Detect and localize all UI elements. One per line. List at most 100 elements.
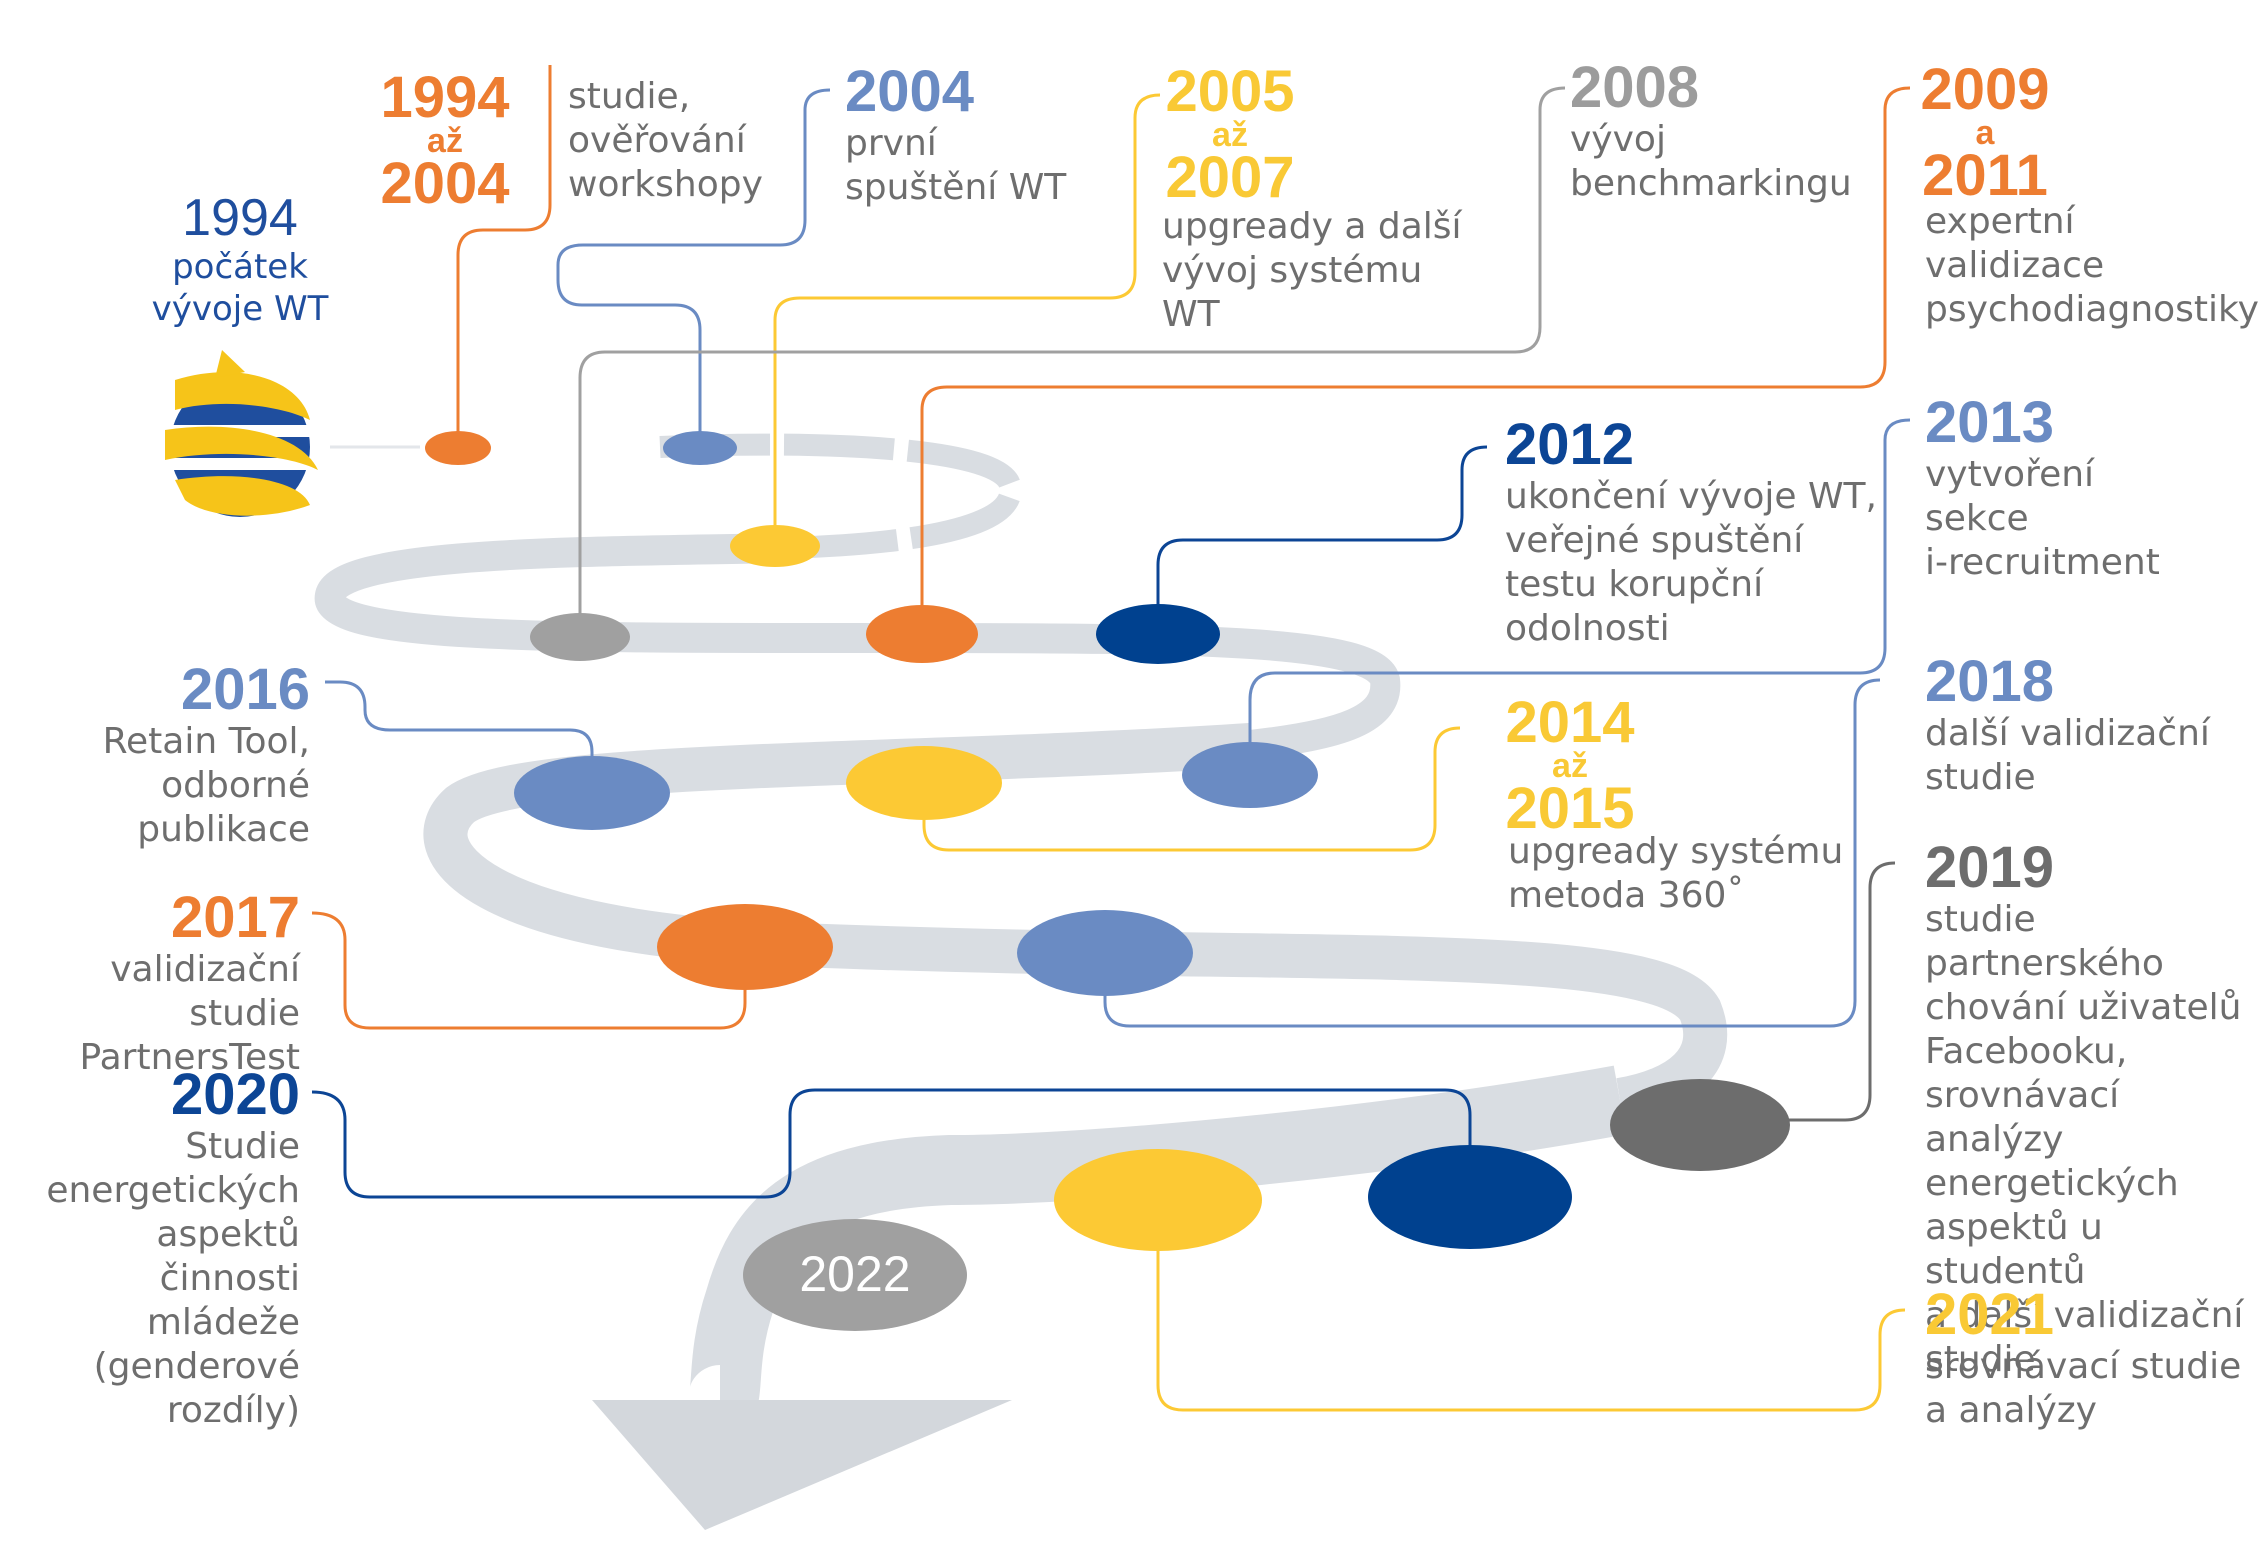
desc-line: Studie (185, 1126, 300, 1167)
desc-line: chování uživatelů (1925, 987, 2242, 1028)
milestone-2012: 2012 ukončení vývoje WT, veřejné spuštěn… (1505, 415, 1877, 651)
road-segment-lower (687, 1065, 1627, 1435)
desc-line: WT (1162, 294, 1220, 335)
desc-line: aspektů (156, 1214, 300, 1255)
desc-line: validizační studie (110, 949, 300, 1034)
end-year-label: 2022 (799, 1246, 911, 1302)
marker-2019 (1610, 1079, 1790, 1171)
marker-2016 (514, 756, 670, 830)
desc-line: vytvoření (1925, 454, 2095, 495)
year: 2018 (1925, 649, 2055, 714)
desc-line: Retain Tool, (102, 721, 310, 762)
desc-line: studie (1925, 757, 2036, 798)
desc-line: první (845, 123, 937, 164)
marker-2005-2007 (730, 525, 820, 567)
year-start: 2014 (1505, 690, 1635, 755)
year: 2017 (170, 885, 300, 950)
connector-2005-2007 (773, 93, 1161, 548)
desc-line: vývoj (1570, 119, 1666, 160)
marker-2008 (530, 613, 630, 661)
connector-2020 (311, 1088, 1472, 1199)
desc-line: činnosti mládeže (146, 1258, 300, 1343)
connector-2019 (1700, 861, 1896, 1122)
year-start: 2009 (1920, 57, 2050, 122)
desc-line: testu korupční (1505, 564, 1764, 605)
connector-2009-2011 (920, 86, 1911, 640)
marker-2014-2015 (846, 746, 1002, 820)
year: 2012 (1505, 412, 1635, 477)
desc-line: studie (1925, 1339, 2036, 1380)
year: 2021 (1925, 1282, 2055, 1347)
marker-2022 (743, 1219, 967, 1331)
road-segment-top-dashed (659, 433, 1022, 559)
desc-line: veřejné spuštění (1505, 520, 1804, 561)
year: 2016 (180, 657, 310, 722)
year: 2008 (1570, 55, 1700, 120)
marker-2004 (663, 431, 737, 465)
milestone-1994-2004-years: 1994 až 2004 (370, 68, 520, 214)
connector-2012 (1156, 445, 1488, 640)
marker-2017 (657, 904, 833, 990)
desc-line: benchmarkingu (1570, 163, 1852, 204)
connector-lines (311, 65, 1911, 1412)
desc-line: validizace (1925, 245, 2105, 286)
desc-line: aspektů u studentů (1925, 1207, 2103, 1292)
connector-1994-2004 (456, 65, 552, 447)
year-connector: a (1975, 114, 1995, 152)
start-line-1: počátek (172, 247, 308, 287)
year: 2020 (170, 1062, 300, 1127)
year-start: 2005 (1165, 59, 1295, 124)
desc-line: PartnersTest (79, 1037, 300, 1078)
milestone-2005-2007-years: 2005 až 2007 (1160, 62, 1300, 208)
connector-2018 (1103, 678, 1881, 1028)
marker-2018 (1017, 910, 1193, 996)
desc-line: odolnosti (1505, 608, 1670, 649)
desc-line: a další validizační (1925, 1295, 2244, 1336)
desc-line: Facebooku, (1925, 1031, 2128, 1072)
milestone-2021: 2021 srovnávací studie a analýzy (1925, 1285, 2241, 1433)
marker-2021 (1054, 1149, 1262, 1251)
marker-2012 (1096, 604, 1220, 664)
connector-2021 (1156, 1245, 1906, 1412)
year: 2004 (845, 59, 975, 124)
start-line-2: vývoje WT (151, 289, 329, 329)
connector-2013 (1248, 418, 1911, 775)
desc-line: publikace (137, 809, 310, 850)
desc-line: rozdíly) (166, 1390, 300, 1431)
year-end: 2007 (1165, 145, 1295, 210)
desc-line: upgready a další (1162, 206, 1462, 247)
desc-line: studie, (568, 76, 691, 117)
milestone-2009-2011-years: 2009 a 2011 (1915, 60, 2055, 206)
desc-line: studie partnerského (1925, 899, 2164, 984)
desc-line: ukončení vývoje WT, (1505, 476, 1877, 517)
spiral-logo-icon (165, 350, 318, 517)
desc-line: (genderové (93, 1346, 300, 1387)
milestone-2004: 2004 první spuštění WT (845, 62, 1066, 210)
logo-stripe-2 (170, 458, 310, 470)
milestone-2014-2015-years: 2014 až 2015 (1500, 693, 1640, 839)
milestone-1994-2004-description: studie, ověřování workshopy (568, 75, 763, 207)
desc-line: i-recruitment (1925, 542, 2160, 583)
desc-line: srovnávací studie (1925, 1346, 2242, 1387)
desc-line: expertní (1925, 201, 2075, 242)
milestone-2020: 2020 Studie energetických aspektů činnos… (10, 1065, 300, 1433)
desc-line: vývoj systému (1162, 250, 1423, 291)
desc-line: ověřování (568, 120, 746, 161)
desc-line: spuštění WT (845, 167, 1067, 208)
desc-line: psychodiagnostiky (1925, 289, 2259, 330)
desc-line: workshopy (568, 164, 763, 205)
desc-line: upgready systému (1508, 831, 1844, 872)
desc-line: další validizační (1925, 713, 2210, 754)
marker-2013 (1182, 742, 1318, 808)
desc-line: energetických (46, 1170, 300, 1211)
marker-2009-2011 (866, 605, 978, 663)
desc-line: sekce (1925, 498, 2029, 539)
logo-arrow (215, 350, 245, 378)
year-end: 2015 (1505, 776, 1635, 841)
connector-2016 (325, 680, 594, 795)
marker-2020 (1368, 1145, 1572, 1249)
connector-2008 (578, 86, 1566, 640)
timeline-road (314, 433, 1728, 1435)
year-connector: až (427, 122, 463, 160)
